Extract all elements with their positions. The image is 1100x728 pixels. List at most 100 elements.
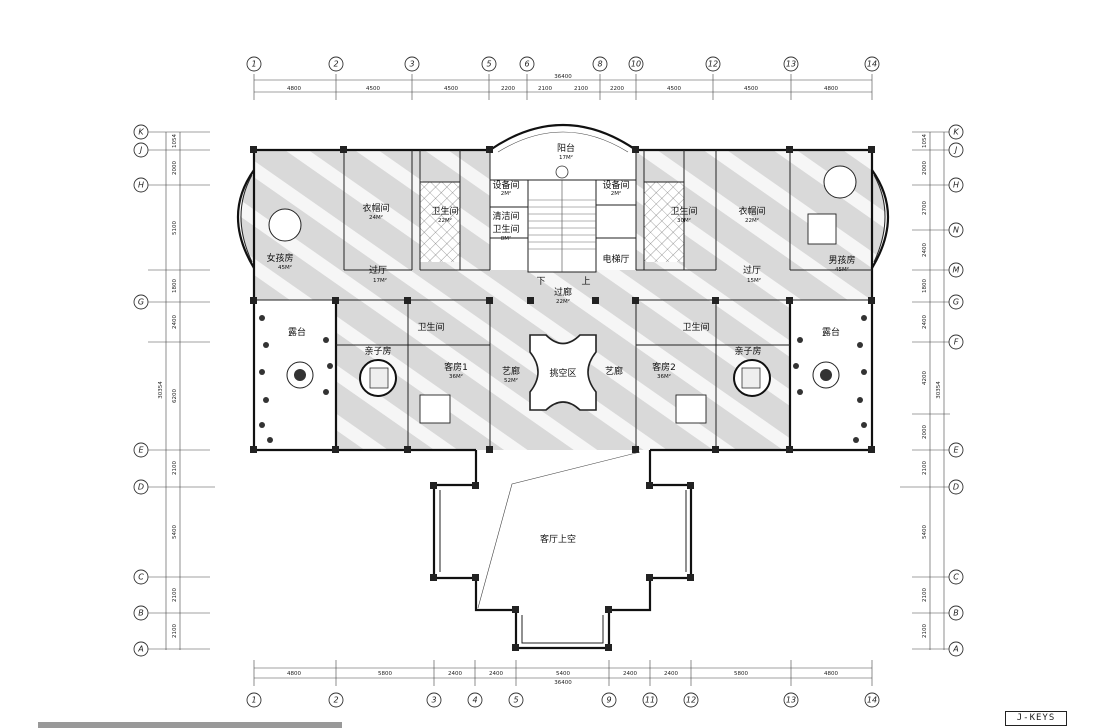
- axis-bubble-right-A: A: [952, 645, 958, 654]
- left-dim-3: 5100: [172, 221, 178, 235]
- axis-bubble-left-C: C: [138, 573, 144, 582]
- axis-bubble-right-F: F: [954, 338, 959, 347]
- axis-bubble-left-G: G: [138, 298, 144, 307]
- area-hall-left: 17M²: [373, 277, 387, 284]
- top-dim-9: 4500: [744, 86, 758, 92]
- top-dim-7: 2200: [610, 86, 624, 92]
- top-dim-8: 4500: [667, 86, 681, 92]
- bottom-dim-5: 5400: [556, 671, 570, 677]
- floor-hatching: [240, 150, 886, 450]
- bottom-dim-1: 4800: [287, 671, 301, 677]
- label-equipment-right: 设备间: [602, 179, 629, 191]
- label-living-room-void: 客厅上空: [540, 533, 576, 545]
- label-girls-room: 女孩房: [266, 252, 293, 264]
- axis-bubble-top-13: 13: [786, 60, 796, 69]
- label-bathroom-right: 卫生间: [670, 205, 697, 217]
- axis-bubble-top-6: 6: [524, 60, 529, 69]
- axis-bubble-bottom-2: 2: [333, 696, 338, 705]
- footer-bar: [38, 722, 342, 728]
- axis-bubble-bottom-1: 1: [251, 696, 256, 705]
- label-equipment-left: 设备间: [492, 179, 519, 191]
- area-equipment-left: 2M²: [501, 190, 511, 197]
- round-beds: [268, 165, 857, 424]
- bottom-dim-3: 2400: [448, 671, 462, 677]
- area-guest-room-2: 36M²: [657, 373, 671, 380]
- axis-bubble-right-J: J: [953, 146, 958, 155]
- area-gallery-left: 52M²: [504, 377, 518, 384]
- area-equipment-right: 2M²: [611, 190, 621, 197]
- right-dim-5: 1800: [922, 279, 928, 293]
- bottom-axis-bubbles: 1 2 3 4 5 9 11 12 13 14: [246, 692, 880, 708]
- right-dim-2: 2000: [922, 161, 928, 175]
- area-corridor: 22M²: [556, 298, 570, 305]
- area-cloakroom-left: 24M²: [369, 214, 383, 221]
- left-axis-bubbles: K J H G E D C B A: [133, 124, 149, 657]
- bottom-dim-8: 5800: [734, 671, 748, 677]
- living-room-void-outline: [430, 450, 694, 651]
- axis-bubble-top-8: 8: [597, 60, 602, 69]
- label-hall-right: 过厅: [743, 264, 761, 276]
- left-dim-4: 1800: [172, 279, 178, 293]
- bottom-total-dim: 36400: [554, 680, 572, 686]
- right-dim-3: 2700: [922, 201, 928, 215]
- axis-bubble-top-10: 10: [631, 60, 641, 69]
- top-dim-4: 2200: [501, 86, 515, 92]
- label-atrium: 挑空区: [549, 367, 576, 379]
- label-stair-down: 下: [536, 277, 545, 287]
- axis-bubble-bottom-9: 9: [606, 696, 611, 705]
- bathroom-tiles: [420, 182, 684, 262]
- axis-bubble-left-J: J: [138, 146, 143, 155]
- left-dim-10: 2100: [172, 624, 178, 638]
- atrium-void: [529, 334, 597, 411]
- label-family-room-left: 亲子房: [364, 345, 391, 357]
- stair-core: [527, 165, 597, 273]
- axis-bubble-left-E: E: [138, 446, 144, 455]
- axis-bubble-left-B: B: [138, 609, 144, 618]
- left-dim-1: 1054: [172, 134, 178, 148]
- axis-bubble-top-2: 2: [333, 60, 338, 69]
- axis-bubble-top-12: 12: [708, 60, 718, 69]
- right-dim-12: 2100: [922, 624, 928, 638]
- axis-bubble-right-B: B: [953, 609, 959, 618]
- area-girls-room: 45M²: [278, 264, 292, 271]
- area-bathroom-right: 30M²: [677, 217, 691, 224]
- axis-bubble-right-C: C: [953, 573, 959, 582]
- axis-bubble-bottom-3: 3: [431, 696, 436, 705]
- area-cloakroom-right: 22M²: [745, 217, 759, 224]
- axis-bubble-right-M: M: [953, 266, 960, 275]
- label-guest-room-1: 客房1: [444, 361, 468, 373]
- label-terrace-right: 露台: [822, 326, 840, 338]
- area-balcony: 17M²: [559, 154, 573, 161]
- right-total-dim: 30354: [936, 381, 942, 399]
- top-dim-6: 2100: [574, 86, 588, 92]
- right-dim-6: 2400: [922, 315, 928, 329]
- axis-bubble-left-A: A: [137, 645, 143, 654]
- left-dim-9: 2100: [172, 588, 178, 602]
- top-dimension-line: 36400 4800 4500 4500 2200 2100 2100 2200…: [253, 74, 873, 100]
- top-dim-3: 4500: [444, 86, 458, 92]
- label-small-wc: 卫生间: [492, 223, 519, 235]
- axis-bubble-bottom-13: 13: [786, 696, 796, 705]
- axis-bubble-right-K: K: [953, 128, 959, 137]
- axis-bubble-top-5: 5: [486, 60, 491, 69]
- axis-bubble-left-D: D: [138, 483, 144, 492]
- label-guest-room-2: 客房2: [652, 361, 676, 373]
- axis-bubble-left-H: H: [138, 181, 144, 190]
- right-dim-9: 2100: [922, 461, 928, 475]
- left-dim-7: 2100: [172, 461, 178, 475]
- label-elevator-hall: 电梯厅: [602, 253, 629, 265]
- axis-bubble-right-D: D: [953, 483, 959, 492]
- right-dim-7: 4200: [922, 371, 928, 385]
- left-dim-8: 5400: [172, 525, 178, 539]
- top-axis-bubbles: 1 2 3 5 6 8 10 12 13 14: [246, 56, 880, 72]
- left-total-dim: 30354: [158, 381, 164, 399]
- bottom-dim-2: 5800: [378, 671, 392, 677]
- label-stair-up: 上: [581, 276, 590, 287]
- area-guest-room-1: 36M²: [449, 373, 463, 380]
- right-axis-bubbles: K J H N M G F E D C B A: [948, 124, 964, 657]
- axis-bubble-left-K: K: [138, 128, 144, 137]
- label-cloakroom-left: 衣帽间: [362, 202, 389, 214]
- brand-logo: J-KEYS: [1005, 711, 1067, 726]
- bottom-dim-6: 2400: [623, 671, 637, 677]
- axis-bubble-top-14: 14: [867, 60, 877, 69]
